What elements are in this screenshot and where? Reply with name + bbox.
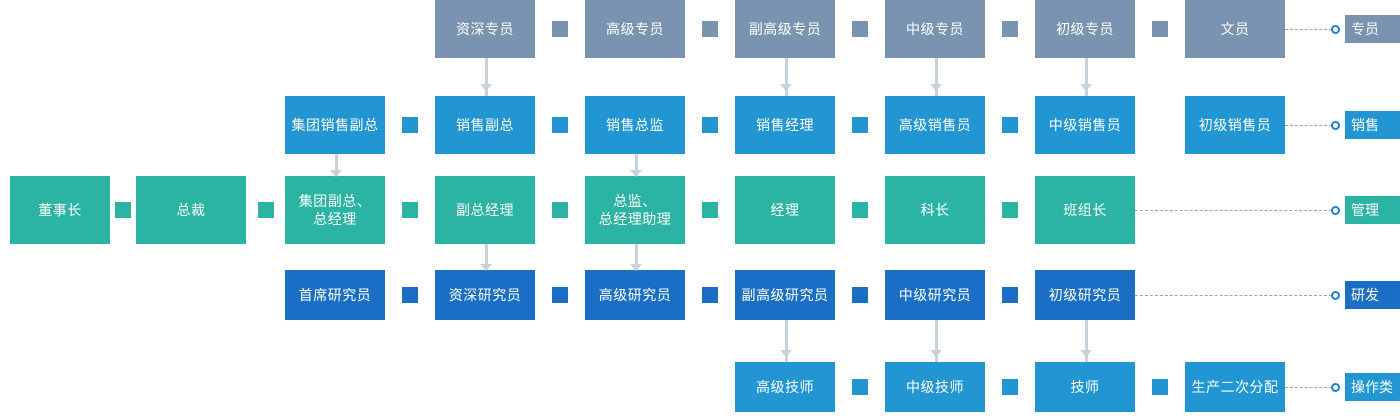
node-2-2[interactable]: 集团副总、 总经理	[285, 176, 385, 244]
node-4-1[interactable]: 中级技师	[885, 362, 985, 412]
arrow-down-icon	[480, 84, 492, 91]
vertical-connector	[635, 244, 638, 270]
vertical-connector	[1085, 58, 1088, 96]
connector	[402, 287, 418, 303]
arrow-down-icon	[930, 84, 942, 91]
connector	[1002, 117, 1018, 133]
legend-2: 管理	[1345, 196, 1400, 224]
node-3-3[interactable]: 副高级研究员	[735, 270, 835, 320]
node-2-3[interactable]: 副总经理	[435, 176, 535, 244]
connector	[852, 21, 868, 37]
connector	[1152, 21, 1168, 37]
vertical-connector	[335, 154, 338, 176]
vertical-connector	[635, 154, 638, 176]
connector	[402, 202, 418, 218]
legend-3: 研发	[1345, 281, 1400, 309]
arrow-down-icon	[330, 170, 342, 177]
arrow-down-icon	[480, 264, 492, 271]
node-2-6[interactable]: 科长	[885, 176, 985, 244]
connector	[702, 202, 718, 218]
connector	[852, 379, 868, 395]
node-4-3[interactable]: 生产二次分配	[1185, 362, 1285, 412]
node-0-0[interactable]: 资深专员	[435, 0, 535, 58]
connector	[852, 287, 868, 303]
vertical-connector	[485, 244, 488, 270]
connector	[1002, 21, 1018, 37]
node-4-0[interactable]: 高级技师	[735, 362, 835, 412]
connector	[702, 21, 718, 37]
vertical-connector	[1085, 320, 1088, 362]
arrow-down-icon	[930, 350, 942, 357]
node-3-0[interactable]: 首席研究员	[285, 270, 385, 320]
legend-1: 销售	[1345, 111, 1400, 139]
node-2-7[interactable]: 班组长	[1035, 176, 1135, 244]
node-0-3[interactable]: 中级专员	[885, 0, 985, 58]
arrow-down-icon	[630, 170, 642, 177]
node-2-0[interactable]: 董事长	[10, 176, 110, 244]
node-4-2[interactable]: 技师	[1035, 362, 1135, 412]
dashed-line	[1285, 387, 1332, 388]
node-3-5[interactable]: 初级研究员	[1035, 270, 1135, 320]
node-1-6[interactable]: 初级销售员	[1185, 96, 1285, 154]
connector	[1002, 287, 1018, 303]
connector	[115, 202, 131, 218]
endpoint-ring-icon	[1331, 120, 1340, 130]
node-0-1[interactable]: 高级专员	[585, 0, 685, 58]
node-0-2[interactable]: 副高级专员	[735, 0, 835, 58]
connector	[702, 287, 718, 303]
connector	[852, 117, 868, 133]
connector	[1002, 202, 1018, 218]
node-0-5[interactable]: 文员	[1185, 0, 1285, 58]
node-2-4[interactable]: 总监、 总经理助理	[585, 176, 685, 244]
node-2-1[interactable]: 总裁	[136, 176, 246, 244]
node-2-5[interactable]: 经理	[735, 176, 835, 244]
arrow-down-icon	[1080, 84, 1092, 91]
vertical-connector	[485, 58, 488, 96]
vertical-connector	[935, 320, 938, 362]
vertical-connector	[785, 58, 788, 96]
connector	[552, 202, 568, 218]
connector	[552, 117, 568, 133]
node-1-2[interactable]: 销售总监	[585, 96, 685, 154]
node-3-2[interactable]: 高级研究员	[585, 270, 685, 320]
node-3-4[interactable]: 中级研究员	[885, 270, 985, 320]
endpoint-ring-icon	[1331, 382, 1340, 392]
connector	[257, 202, 274, 218]
node-1-5[interactable]: 中级销售员	[1035, 96, 1135, 154]
connector	[1002, 379, 1018, 395]
node-1-1[interactable]: 销售副总	[435, 96, 535, 154]
node-1-4[interactable]: 高级销售员	[885, 96, 985, 154]
dashed-line	[1135, 295, 1332, 296]
arrow-down-icon	[1080, 350, 1092, 357]
connector	[402, 117, 418, 133]
dashed-line	[1285, 125, 1332, 126]
connector	[552, 21, 568, 37]
connector	[852, 202, 868, 218]
dashed-line	[1135, 210, 1332, 211]
node-1-0[interactable]: 集团销售副总	[285, 96, 385, 154]
arrow-down-icon	[630, 264, 642, 271]
dashed-line	[1285, 29, 1332, 30]
arrow-down-icon	[780, 84, 792, 91]
endpoint-ring-icon	[1331, 205, 1340, 215]
endpoint-ring-icon	[1331, 24, 1340, 34]
node-0-4[interactable]: 初级专员	[1035, 0, 1135, 58]
connector	[1152, 379, 1168, 395]
vertical-connector	[785, 320, 788, 362]
legend-4: 操作类	[1345, 373, 1400, 401]
arrow-down-icon	[780, 350, 792, 357]
node-3-1[interactable]: 资深研究员	[435, 270, 535, 320]
endpoint-ring-icon	[1331, 290, 1340, 300]
connector	[552, 287, 568, 303]
connector	[702, 117, 718, 133]
node-1-3[interactable]: 销售经理	[735, 96, 835, 154]
vertical-connector	[935, 58, 938, 96]
legend-0: 专员	[1345, 15, 1400, 43]
